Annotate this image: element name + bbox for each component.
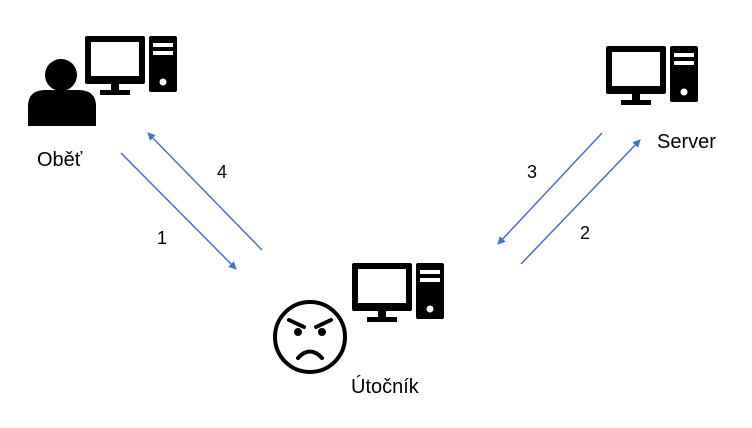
victim-label: Oběť [37,149,83,171]
arrow-2-label: 2 [580,223,590,243]
arrow-1: 1 [120,152,237,270]
arrow-2: 2 [520,139,641,265]
victim-node: Oběť [28,36,177,171]
arrow-3: 3 [497,132,603,245]
server-label: Server [657,131,716,153]
victim-computer-icon [85,36,177,95]
arrow-4-label: 4 [217,162,227,182]
attacker-node: Útočník [273,263,444,398]
arrow-4: 4 [147,132,263,251]
arrow-3-label: 3 [527,162,537,182]
arrow-1-label: 1 [157,228,167,248]
attacker-computer-icon [352,263,444,322]
server-computer-icon [606,46,698,105]
angry-face-icon [273,300,347,374]
attacker-label: Útočník [351,375,420,398]
server-node: Server [606,46,716,153]
person-icon [28,59,96,126]
